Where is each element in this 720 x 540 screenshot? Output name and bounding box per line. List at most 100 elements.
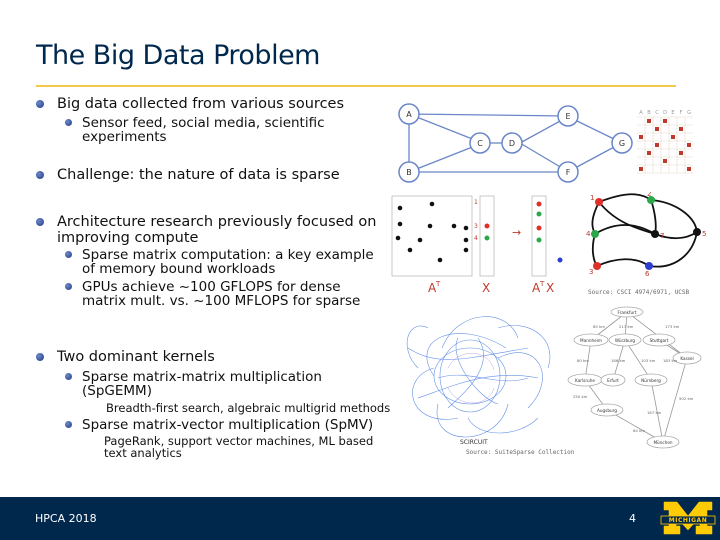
graph2-label-2: 2 [647, 192, 651, 198]
graph2-node-3 [593, 262, 601, 270]
graph-label-f: F [566, 168, 571, 177]
graph2-node-7 [651, 230, 659, 238]
sub-sub-bullet-pagerank: PageRank, support vector machines, ML ba… [104, 435, 379, 459]
bullet-big-data: Big data collected from various sources [36, 96, 345, 112]
city-frankfurt: Frankfurt [618, 310, 637, 315]
graph-label-c: C [477, 139, 483, 148]
scircuit-label: SCIRCUIT [460, 439, 488, 446]
graph2-label-1: 1 [590, 194, 594, 202]
sub-bullet-sparse-matrix: Sparse matrix computation: a key example… [65, 247, 382, 277]
sub-bullet-spmv: Sparse matrix-vector multiplication (SpM… [65, 417, 382, 433]
graph2-node-1 [595, 198, 603, 206]
graph-node-b [398, 161, 420, 183]
bullet-challenge: Challenge: the nature of data is sparse [36, 167, 340, 183]
footer-bar: HPCA 2018 4 [0, 497, 720, 540]
graph2-label-3: 3 [589, 268, 593, 276]
bullet-icon [36, 100, 44, 108]
graph2-node-2 [647, 196, 655, 204]
matrix-header-g: G [687, 110, 691, 116]
graph2-label-4: 4 [586, 230, 591, 238]
graph-node-c [469, 132, 491, 154]
edge-label: 186 km [611, 358, 626, 363]
bullet-text: Sparse matrix computation: a key example… [82, 247, 374, 277]
bullet-text: Two dominant kernels [57, 349, 215, 365]
title-underline [36, 85, 676, 87]
label-at-sup: T [435, 280, 441, 288]
city-mannheim: Mannheim [580, 338, 602, 343]
edge-label: 173 km [665, 324, 680, 329]
edge-label: 103 km [641, 358, 656, 363]
graph2-node-5 [693, 228, 701, 236]
logo-wordmark: MICHIGAN [669, 517, 707, 524]
slide-title: The Big Data Problem [36, 40, 320, 71]
city-augsburg: Augsburg [597, 408, 617, 413]
bullet-text: Big data collected from various sources [57, 96, 345, 112]
bullet-text: Challenge: the nature of data is sparse [57, 167, 340, 183]
graph-node-f [557, 161, 579, 183]
spmv-figure: A T 1 3 4 X → A T X [391, 195, 563, 295]
matrix-header-b: B [647, 110, 651, 116]
graph-node-e [557, 105, 579, 127]
bullet-icon [65, 251, 72, 258]
bullet-text: PageRank, support vector machines, ML ba… [104, 434, 374, 460]
graph-label-a: A [406, 110, 412, 119]
bullet-icon [36, 171, 44, 179]
vector-label-3: 3 [474, 223, 478, 230]
graph-node-g [611, 132, 633, 154]
matrix-header-d: D [663, 110, 667, 116]
graph2-label-5: 5 [702, 230, 706, 238]
matrix-header-a: A [639, 110, 643, 116]
graph2-node-6 [645, 262, 653, 270]
edge-label: 167 km [647, 410, 662, 415]
city-wurzburg: Würzburg [615, 338, 636, 343]
city-munchen: München [653, 440, 672, 445]
bullet-text: GPUs achieve ~100 GFLOPS for dense matri… [82, 279, 361, 309]
edge-label: 250 km [573, 394, 588, 399]
bullet-icon [65, 119, 72, 126]
vector-label-4: 4 [474, 235, 478, 242]
sub-bullet-spgemm: Sparse matrix-matrix multiplication (SpG… [65, 370, 342, 398]
figure-source-ucsb: Source: CSCI 4974/6971, UCSB [588, 289, 690, 296]
city-stuttgart: Stuttgart [650, 338, 669, 343]
bullet-icon [65, 373, 72, 380]
bullet-architecture: Architecture research previously focused… [36, 214, 387, 246]
graph-node-a [398, 103, 420, 125]
graph-node-d [501, 132, 523, 154]
graph2-label-6: 6 [645, 270, 650, 278]
city-graph-figure: Frankfurt Mannheim Würzburg Stuttgart Ka… [567, 306, 702, 449]
sub-bullet-gpus: GPUs achieve ~100 GFLOPS for dense matri… [65, 279, 382, 309]
label-x: X [482, 281, 490, 295]
figure-source-suitesparse: Source: SuiteSparse Collection [466, 449, 575, 456]
sub-sub-bullet-bfs: Breadth-first search, algebraic multigri… [106, 402, 390, 414]
bullet-text: Breadth-first search, algebraic multigri… [106, 401, 391, 415]
bullet-kernels: Two dominant kernels [36, 349, 215, 365]
sub-bullet-sources: Sensor feed, social media, scientific ex… [65, 115, 347, 145]
edge-label: 80 km [577, 358, 589, 363]
graph-nodes [398, 103, 633, 183]
bullet-icon [65, 421, 72, 428]
graph2-label-7: 7 [660, 232, 664, 240]
edge-label: 217 km [619, 324, 634, 329]
adjacency-matrix-figure: A B C D E F G [637, 110, 693, 174]
graph-label-e: E [565, 112, 570, 121]
label-at: A [428, 281, 437, 295]
graph-label-b: B [406, 168, 412, 177]
bullet-text: Sensor feed, social media, scientific ex… [82, 115, 325, 145]
city-nurnberg: Nürnberg [641, 378, 661, 383]
sparse-graph-figure: SCIRCUIT [406, 316, 551, 446]
edge-label: 502 km [679, 396, 694, 401]
matrix-header-c: C [655, 110, 659, 116]
bullet-icon [36, 218, 44, 226]
bullet-text: Architecture research previously focused… [57, 214, 377, 246]
edge-label: 183 km [663, 358, 678, 363]
edge-label: 84 km [633, 428, 645, 433]
graph-label-d: D [509, 139, 515, 148]
matrix-header-f: F [680, 110, 683, 116]
bullet-icon [36, 353, 44, 361]
edge-label: 85 km [593, 324, 605, 329]
city-kassel: Kassel [680, 356, 693, 361]
label-atx-tail: X [546, 281, 554, 295]
bullet-text: Sparse matrix-vector multiplication (SpM… [82, 417, 374, 433]
arrow-icon: → [512, 226, 521, 239]
graph-label-g: G [619, 139, 625, 148]
